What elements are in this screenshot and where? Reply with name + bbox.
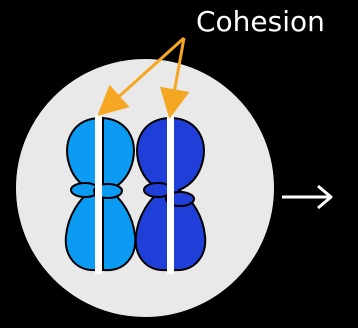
chromosome-left — [64, 114, 137, 274]
cohesion-bar-left — [95, 114, 102, 274]
chromosome-right — [134, 114, 207, 274]
cohesion-bar-right — [167, 114, 174, 274]
cohesion-label: Cohesion — [196, 5, 325, 38]
callout-arrow-right — [159, 37, 190, 119]
callout-arrow-left — [97, 36, 186, 117]
right-arrow-icon — [282, 184, 333, 210]
